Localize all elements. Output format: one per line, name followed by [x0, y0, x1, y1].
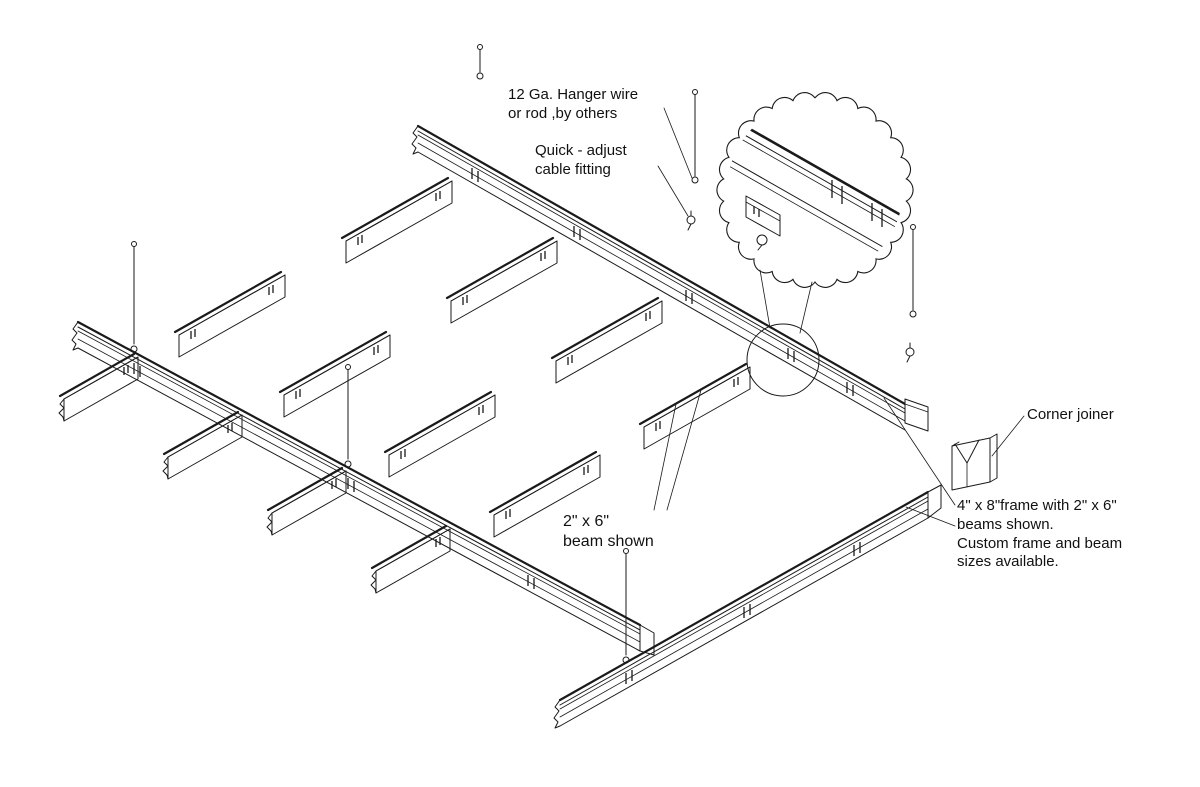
cross-beam: [383, 390, 497, 479]
frame-note-label: 4" x 8"frame with 2" x 6" beams shown. C…: [957, 497, 1123, 571]
hanger-wire: [622, 548, 630, 664]
leader-beam-size: [653, 403, 677, 511]
beam-size-label: 2" x 6" beam shown: [563, 513, 654, 550]
hanger-wire: [476, 44, 484, 80]
cross-beam: [278, 330, 392, 419]
leader-cable-fitting: [657, 165, 689, 217]
beam-stub: [161, 410, 244, 481]
beam-stub: [369, 524, 452, 595]
cross-beam: [550, 296, 664, 385]
cross-beam: [340, 176, 454, 265]
cable-fitting-icon: [905, 342, 915, 363]
hanger-wire: [344, 364, 352, 468]
detail-cloud: [716, 92, 914, 288]
detail-connector-line: [759, 269, 771, 329]
cross-beam: [445, 236, 559, 325]
beam-stub: [57, 352, 140, 423]
beam-stub: [265, 466, 348, 537]
hanger-wire-label: 12 Ga. Hanger wire or rod ,by others: [508, 86, 639, 122]
leader-hanger-wire: [663, 107, 693, 179]
frame-rail-left: [71, 320, 655, 656]
corner-joiner-sketch: [951, 433, 998, 491]
hanger-wire: [130, 241, 138, 353]
cross-beam: [638, 362, 752, 451]
leader-beam-size: [666, 389, 702, 511]
frame-rail-front: [553, 484, 942, 729]
detail-locator-circle: [746, 323, 820, 397]
frame-rail-top: [411, 124, 929, 432]
detail-connector-line: [799, 281, 813, 334]
cable-fitting-icon: [686, 210, 696, 231]
hanger-wire: [686, 89, 699, 231]
leader-lines: [653, 107, 1025, 527]
hanger-wire: [905, 224, 917, 363]
cross-beam: [173, 270, 287, 359]
leader-frame-note: [883, 397, 956, 506]
leader-frame-note: [905, 506, 956, 527]
cross-beam-group: [173, 176, 752, 539]
corner-joiner-label: Corner joiner: [1027, 406, 1114, 423]
cable-fitting-label: Quick - adjust cable fitting: [535, 142, 627, 178]
detail-circle: [716, 92, 914, 288]
leader-corner-joiner: [991, 415, 1025, 457]
